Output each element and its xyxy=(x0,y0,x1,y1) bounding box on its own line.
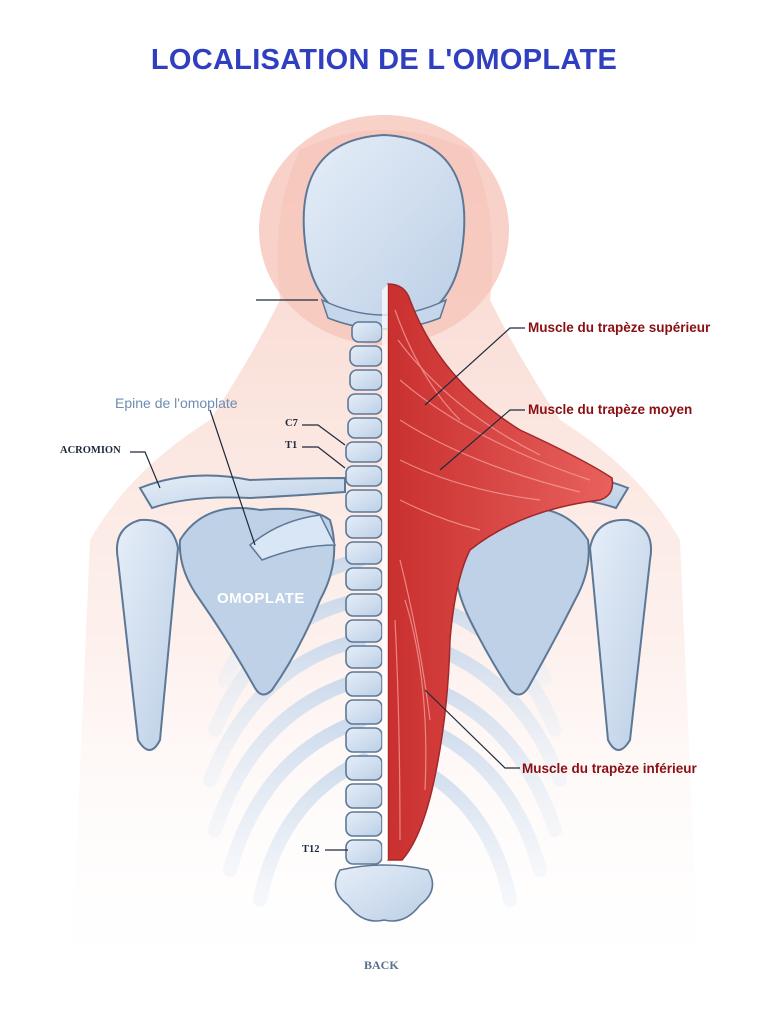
label-t1: T1 xyxy=(285,440,298,451)
leader-trapeze-inferieur xyxy=(424,689,520,769)
leader-epine xyxy=(209,409,256,546)
leader-trapeze-superieur xyxy=(424,327,525,406)
trapezius-muscle xyxy=(382,283,614,861)
label-t12: T12 xyxy=(302,844,320,855)
label-c7: C7 xyxy=(285,418,298,429)
leader-trapeze-moyen xyxy=(439,409,525,471)
label-epine-omoplate: Epine de l'omoplate xyxy=(115,395,238,411)
leader-c7 xyxy=(302,424,346,446)
spine xyxy=(334,321,434,922)
label-omoplate: OMOPLATE xyxy=(217,590,305,607)
leader-lines xyxy=(130,299,525,851)
arms xyxy=(116,518,652,751)
label-acromion: ACROMION xyxy=(60,445,121,456)
leader-acromion xyxy=(130,451,161,489)
label-trapeze-inferieur: Muscle du trapèze inférieur xyxy=(522,761,697,776)
label-back: BACK xyxy=(364,958,399,972)
leader-t1 xyxy=(302,446,346,469)
label-trapeze-moyen: Muscle du trapèze moyen xyxy=(528,402,693,417)
page-title: LOCALISATION DE L'OMOPLATE xyxy=(150,44,618,76)
left-scapula xyxy=(138,474,346,696)
label-trapeze-superieur: Muscle du trapèze supérieur xyxy=(528,320,711,335)
